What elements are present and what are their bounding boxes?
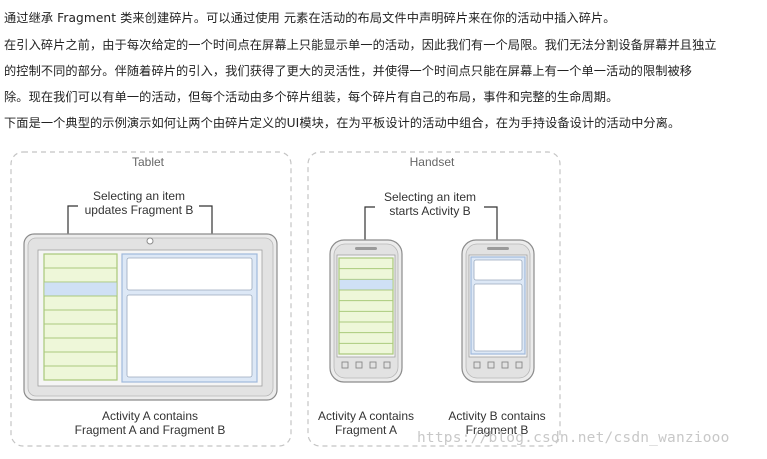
phone-fragment-a-list [338,257,394,355]
handset-caption-b-line-2: Fragment B [466,423,529,437]
phone-fragment-b-header-block [473,259,523,281]
tablet-panel: Tablet Selecting an item updates Fragmen… [10,151,292,447]
home-key-icon [501,361,509,369]
fragment-a-background [338,257,394,355]
camera-icon [146,237,154,245]
limitation-paragraph-line-3: 除。现在我们可以有单一的活动，但每个活动由多个碎片组装，每个碎片有自己的布局，事… [4,90,619,104]
limitation-paragraph-line-2: 的控制不同的部分。伴随着碎片的引入，我们获得了更大的灵活性，并使得一个时间点只能… [4,64,693,78]
phone-activity-b [461,239,535,383]
example-paragraph: 下面是一个典型的示例演示如何让两个由碎片定义的UI模块，在为平板设计的活动中组合… [4,116,681,130]
fragment-a-background [43,253,118,381]
phone-a-nav-keys [341,361,391,369]
tablet-caption-line-1: Activity A contains [102,409,198,423]
handset-title: Handset [410,155,455,169]
watermark: https://blog.csdn.net/csdn_wanziooo [417,430,730,446]
handset-callout-arrow [484,206,501,256]
handset-callout-line-2: starts Activity B [389,204,470,218]
list-item-selected [338,278,394,291]
tablet-title: Tablet [132,155,165,169]
handset-caption-b-line-1: Activity B contains [448,409,545,423]
speaker-icon [487,247,509,250]
fragment-b-header-block [126,257,253,291]
back-key-icon [473,361,481,369]
list-item [43,365,118,381]
handset-caption-a-line-1: Activity A contains [318,409,414,423]
search-key-icon [383,361,391,369]
tablet-device [23,233,278,401]
list-item [338,342,394,355]
menu-key-icon [487,361,495,369]
phone-activity-a [329,239,403,383]
search-key-icon [515,361,523,369]
handset-callout-left-bracket [364,206,375,254]
phone-b-nav-keys [473,361,523,369]
fragment-b-content-block [126,294,253,378]
tablet-callout-line-2: updates Fragment B [85,203,194,217]
phone-fragment-b-content-block [473,283,523,352]
intro-paragraph: 通过继承 Fragment 类来创建碎片。可以通过使用 元素在活动的布局文件中声… [4,11,616,25]
fragment-a-list [43,253,118,381]
menu-key-icon [355,361,363,369]
back-key-icon [341,361,349,369]
list-item-selected [43,281,118,297]
home-key-icon [369,361,377,369]
handset-panel: Handset Selecting an item starts Activit… [307,151,561,447]
limitation-paragraph-line-1: 在引入碎片之前，由于每次给定的一个时间点在屏幕上只能显示单一的活动，因此我们有一… [4,38,717,52]
tablet-callout-line-1: Selecting an item [93,189,185,203]
speaker-icon [355,247,377,250]
handset-callout-line-1: Selecting an item [384,190,476,204]
tablet-caption-line-2: Fragment A and Fragment B [75,423,226,437]
handset-caption-a-line-2: Fragment A [335,423,397,437]
